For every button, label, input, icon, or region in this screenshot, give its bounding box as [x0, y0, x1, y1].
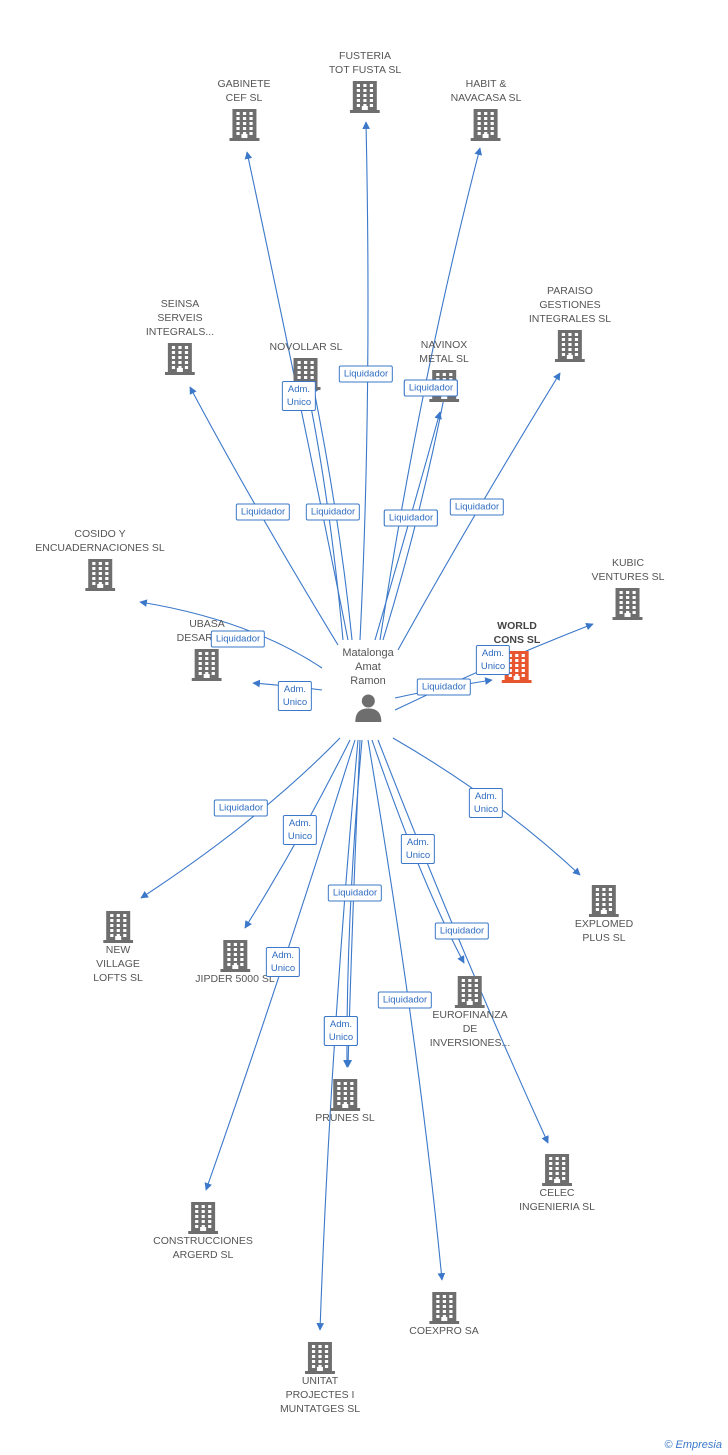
company-node-explomed[interactable]: EXPLOMED PLUS SL	[575, 881, 633, 945]
company-name: GABINETE CEF SL	[217, 78, 271, 104]
relation-edge-cosido	[139, 599, 323, 669]
company-name: PARAISO GESTIONES INTEGRALES SL	[528, 285, 612, 325]
company-name: NEW VILLAGE LOFTS SL	[93, 944, 143, 984]
company-name: KUBIC VENTURES SL	[591, 557, 665, 583]
building-icon	[555, 330, 585, 362]
company-node-eurofinanza[interactable]: EUROFINANZA DE INVERSIONES...	[429, 972, 511, 1050]
company-node-gabinete[interactable]: GABINETE CEF SL	[217, 77, 271, 141]
role-badge-world[interactable]: Liquidador	[416, 678, 472, 696]
company-name: FUSTERIA TOT FUSTA SL	[328, 50, 402, 76]
building-icon	[187, 1202, 218, 1234]
company-name: JIPDER 5000 SL	[195, 973, 275, 985]
role-badge-navinox[interactable]: Liquidador	[403, 379, 459, 397]
building-icon	[349, 81, 380, 113]
company-name: NOVOLLAR SL	[269, 341, 343, 353]
role-badge-explomed[interactable]: Adm. Unico	[468, 788, 504, 818]
footer-brand[interactable]: © Empresia	[664, 1439, 722, 1451]
company-name: SEINSA SERVEIS INTEGRALS...	[145, 298, 215, 338]
company-node-jipder[interactable]: JIPDER 5000 SL	[195, 936, 275, 986]
person-node[interactable]: Matalonga Amat Ramon	[342, 646, 394, 722]
role-badge-paraiso[interactable]: Liquidador	[449, 498, 505, 516]
building-icon	[85, 559, 115, 591]
company-node-newvillage[interactable]: NEW VILLAGE LOFTS SL	[93, 907, 143, 985]
company-node-kubic[interactable]: KUBIC VENTURES SL	[591, 556, 665, 620]
role-badge-celec[interactable]: Liquidador	[434, 922, 490, 940]
building-icon	[102, 911, 133, 943]
company-node-coexpro[interactable]: COEXPRO SA	[409, 1288, 479, 1338]
company-node-habit[interactable]: HABIT & NAVACASA SL	[450, 77, 522, 141]
building-icon	[330, 1079, 360, 1111]
building-icon	[305, 1342, 335, 1374]
role-badge-construcciones[interactable]: Adm. Unico	[265, 947, 301, 977]
relation-edge-newvillage	[140, 737, 341, 899]
company-name: EUROFINANZA DE INVERSIONES...	[429, 1009, 511, 1049]
role-badge-seinsa[interactable]: Liquidador	[305, 503, 361, 521]
building-icon	[588, 885, 619, 917]
building-icon	[613, 588, 643, 620]
person-name: Matalonga Amat Ramon	[342, 647, 394, 687]
company-name: PRUNES SL	[315, 1112, 375, 1124]
role-badge-ubasa[interactable]: Adm. Unico	[277, 681, 313, 711]
role-badge-unitat[interactable]: Adm. Unico	[323, 1016, 359, 1046]
company-node-ubasa[interactable]: UBASA DESARRO...	[177, 617, 237, 681]
role-badge-novollar[interactable]: Adm. Unico	[281, 381, 317, 411]
building-icon	[541, 1154, 572, 1186]
relation-edge-celec	[377, 739, 549, 1144]
relation-edge-coexpro	[367, 739, 446, 1281]
company-node-prunes[interactable]: PRUNES SL	[315, 1075, 375, 1125]
company-name: COEXPRO SA	[409, 1325, 479, 1337]
company-name: HABIT & NAVACASA SL	[450, 78, 522, 104]
brand-name: Empresia	[675, 1439, 722, 1451]
company-name: EXPLOMED PLUS SL	[574, 918, 634, 944]
company-node-celec[interactable]: CELEC INGENIERIA SL	[519, 1150, 595, 1214]
role-badge-navinox[interactable]: Liquidador	[383, 509, 439, 527]
company-name: WORLD CONS SL	[493, 620, 541, 646]
role-badge-cosido[interactable]: Liquidador	[210, 630, 266, 648]
building-icon	[429, 1292, 459, 1324]
company-name: NAVINOX METAL SL	[419, 339, 469, 365]
company-node-fusteria[interactable]: FUSTERIA TOT FUSTA SL	[329, 49, 401, 113]
role-badge-eurofinanza[interactable]: Adm. Unico	[400, 834, 436, 864]
company-name: CONSTRUCCIONES ARGERD SL	[153, 1235, 253, 1261]
company-node-paraiso[interactable]: PARAISO GESTIONES INTEGRALES SL	[529, 284, 611, 362]
building-icon	[471, 109, 501, 141]
company-name: CELEC INGENIERIA SL	[519, 1187, 595, 1213]
building-icon	[455, 976, 485, 1008]
role-badge-prunes[interactable]: Liquidador	[327, 884, 383, 902]
role-badge-jipder[interactable]: Adm. Unico	[282, 815, 318, 845]
copyright-icon: ©	[664, 1439, 673, 1451]
relation-edge-eurofinanza	[371, 739, 465, 964]
building-icon	[192, 649, 222, 681]
company-node-seinsa[interactable]: SEINSA SERVEIS INTEGRALS...	[146, 297, 214, 375]
building-icon	[228, 109, 259, 141]
role-badge-fusteria[interactable]: Liquidador	[338, 365, 394, 383]
role-badge-coexpro[interactable]: Liquidador	[377, 991, 433, 1009]
building-icon	[164, 343, 195, 375]
relation-edge-fusteria	[359, 121, 370, 641]
role-badge-kubic[interactable]: Adm. Unico	[475, 645, 511, 675]
role-badge-newvillage[interactable]: Liquidador	[213, 799, 269, 817]
company-node-unitat[interactable]: UNITAT PROJECTES I MUNTATGES SL	[280, 1338, 360, 1416]
company-node-construcciones[interactable]: CONSTRUCCIONES ARGERD SL	[153, 1198, 253, 1262]
relation-edge-paraiso	[397, 372, 561, 651]
role-badge-gabinete[interactable]: Liquidador	[235, 503, 291, 521]
company-node-cosido[interactable]: COSIDO Y ENCUADERNACIONES SL	[35, 527, 165, 591]
company-name: COSIDO Y ENCUADERNACIONES SL	[35, 528, 165, 554]
person-icon	[355, 694, 381, 722]
building-icon	[219, 940, 250, 972]
company-name: UNITAT PROJECTES I MUNTATGES SL	[279, 1375, 361, 1415]
